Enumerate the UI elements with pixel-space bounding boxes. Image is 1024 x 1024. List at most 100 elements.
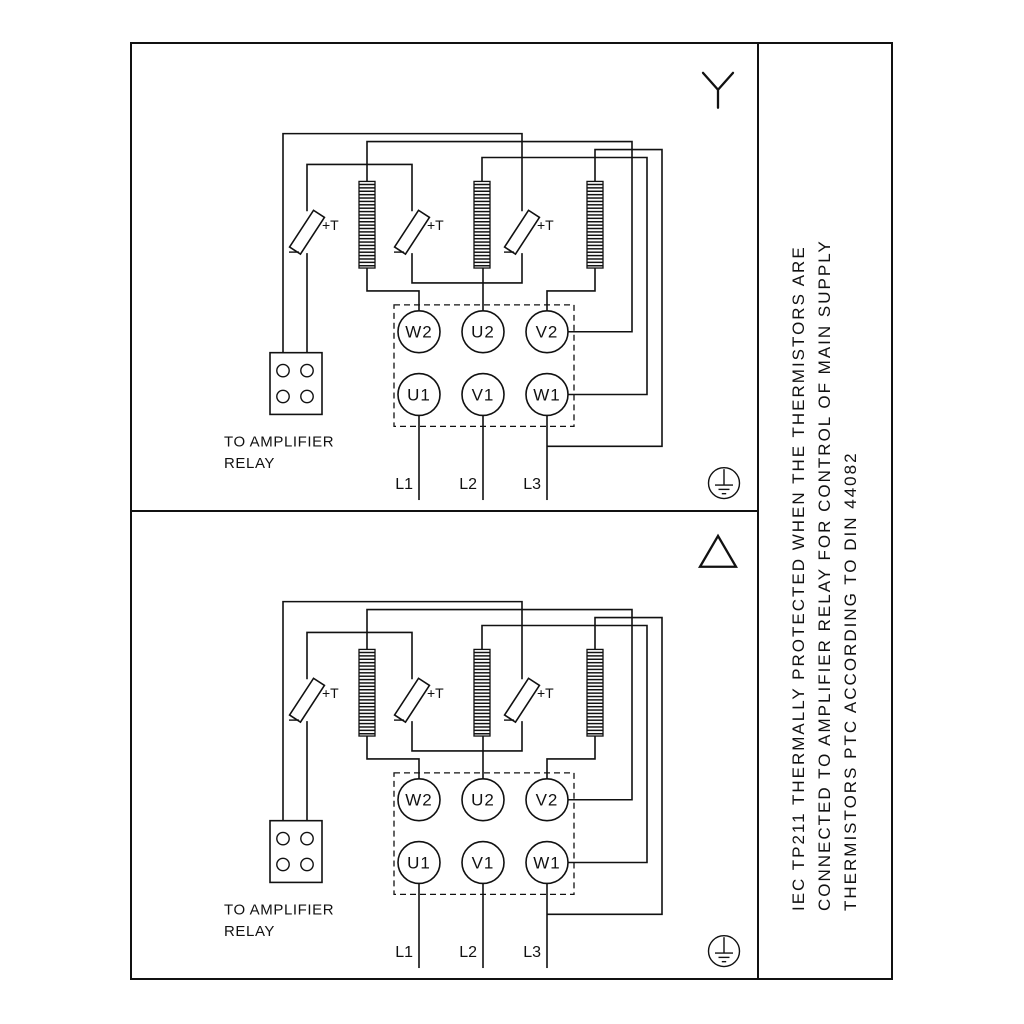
terminal-v1 [461, 372, 505, 417]
terminal-w2-label: W2 [405, 323, 432, 342]
thermistor-3: +T [503, 209, 554, 256]
thermistor-2: +T [393, 677, 444, 724]
side-note-column: IEC TP211 THERMALLY PROTECTED WHEN THE T… [757, 44, 891, 978]
winding-3 [586, 180, 604, 269]
wire-thermistor1-to-thermistor2 [306, 631, 413, 680]
terminal-v2 [525, 310, 569, 354]
terminal-v2-label: V2 [536, 791, 559, 810]
terminal-u2-label: U2 [471, 323, 495, 342]
thermistor-body [288, 209, 326, 256]
relay-contact [300, 389, 314, 404]
wire-winding1-loop [366, 140, 633, 333]
terminal-u2 [461, 778, 505, 822]
winding-1 [358, 648, 376, 737]
thermistor-label: +T [537, 217, 554, 233]
ground-circle [707, 934, 741, 968]
relay-contact [276, 831, 290, 846]
wire-v2-to-winding3 [546, 736, 596, 781]
delta-connection-panel: +T +T +T W2 [132, 512, 757, 978]
side-note-line-1: IEC TP211 THERMALLY PROTECTED WHEN THE T… [789, 245, 808, 911]
supply-label-l2: L2 [459, 476, 477, 493]
relay-label-line1: TO AMPLIFIER [224, 901, 334, 918]
supply-label-l2: L2 [459, 944, 477, 961]
terminal-board: W2 U2 V2 U1 V1 W1 [397, 310, 569, 417]
supply-label-l1: L1 [395, 476, 413, 493]
winding-2 [473, 648, 491, 737]
wire-winding3-loop [547, 616, 663, 916]
terminal-u2-label: U2 [471, 791, 495, 810]
relay-contact [276, 389, 290, 404]
thermistor-body [503, 677, 541, 724]
terminal-u1 [397, 840, 441, 885]
terminal-u1-label: U1 [407, 386, 431, 405]
relay-contact [300, 831, 314, 846]
relay-label-line2: RELAY [224, 923, 275, 940]
wires [282, 600, 663, 969]
star-connection-icon [701, 71, 735, 109]
relay-label-line2: RELAY [224, 455, 275, 472]
terminal-v2-label: V2 [536, 323, 559, 342]
terminal-board: W2 U2 V2 U1 V1 W1 [397, 778, 569, 885]
delta-wiring-diagram: +T +T +T W2 [224, 533, 741, 969]
thermistor-label: +T [427, 217, 444, 233]
terminal-w1 [525, 840, 569, 885]
wire-winding3-loop [547, 148, 663, 448]
relay-contact [276, 857, 290, 872]
terminal-w1-label: W1 [533, 854, 560, 873]
amplifier-relay-block: TO AMPLIFIER RELAY [224, 351, 334, 472]
wire-thermistor1-to-thermistor2 [306, 163, 413, 212]
wire-w2-to-winding1 [366, 736, 420, 781]
wire-winding2-loop [481, 156, 648, 396]
supply-labels: L1 L2 L3 [395, 944, 541, 961]
side-note-line-2: CONNECTED TO AMPLIFIER RELAY FOR CONTROL… [815, 239, 834, 911]
delta-connection-icon [698, 533, 738, 568]
wires [282, 132, 663, 501]
thermistor-1: +T [288, 677, 339, 724]
terminal-w1-label: W1 [533, 386, 560, 405]
winding-3 [586, 648, 604, 737]
supply-label-l1: L1 [395, 944, 413, 961]
relay-contact [300, 363, 314, 378]
terminal-w2-label: W2 [405, 791, 432, 810]
terminal-u1-label: U1 [407, 854, 431, 873]
terminal-board-outline [393, 304, 575, 428]
wire-relay-to-thermistor3 [282, 132, 523, 353]
thermistor-3: +T [503, 677, 554, 724]
terminal-u1 [397, 372, 441, 417]
relay-box [269, 351, 323, 416]
relay-label-line1: TO AMPLIFIER [224, 433, 334, 450]
wire-relay-to-thermistor3 [282, 600, 523, 821]
thermistor-label: +T [427, 685, 444, 701]
side-note-text: IEC TP211 THERMALLY PROTECTED WHEN THE T… [786, 111, 864, 911]
thermistor-body [393, 677, 431, 724]
diagram-panels: +T +T +T [132, 44, 757, 978]
earth-ground-icon [707, 934, 741, 968]
diagram-frame: +T +T +T [130, 42, 893, 980]
motor-windings [358, 648, 604, 737]
ground-circle [707, 466, 741, 500]
terminal-v1-label: V1 [472, 386, 495, 405]
thermistor-label: +T [322, 685, 339, 701]
thermistor-1: +T [288, 209, 339, 256]
terminal-w1 [525, 372, 569, 417]
supply-labels: L1 L2 L3 [395, 476, 541, 493]
delta-symbol-shape [698, 533, 738, 568]
thermistor-label: +T [537, 685, 554, 701]
wire-w2-to-winding1 [366, 268, 420, 313]
thermistor-body [393, 209, 431, 256]
relay-contact [300, 857, 314, 872]
wire-winding2-loop [481, 624, 648, 864]
amplifier-relay-block: TO AMPLIFIER RELAY [224, 819, 334, 940]
wire-thermistor2-to-thermistor3 [411, 721, 523, 752]
terminal-w2 [397, 778, 441, 822]
star-wiring-diagram: +T +T +T [224, 71, 741, 501]
terminal-v1-label: V1 [472, 854, 495, 873]
winding-2 [473, 180, 491, 269]
thermistor-body [503, 209, 541, 256]
star-connection-panel: +T +T +T [132, 44, 757, 512]
wire-v2-to-winding3 [546, 268, 596, 313]
terminal-board-outline [393, 772, 575, 896]
thermistor-label: +T [322, 217, 339, 233]
thermistor-2: +T [393, 209, 444, 256]
